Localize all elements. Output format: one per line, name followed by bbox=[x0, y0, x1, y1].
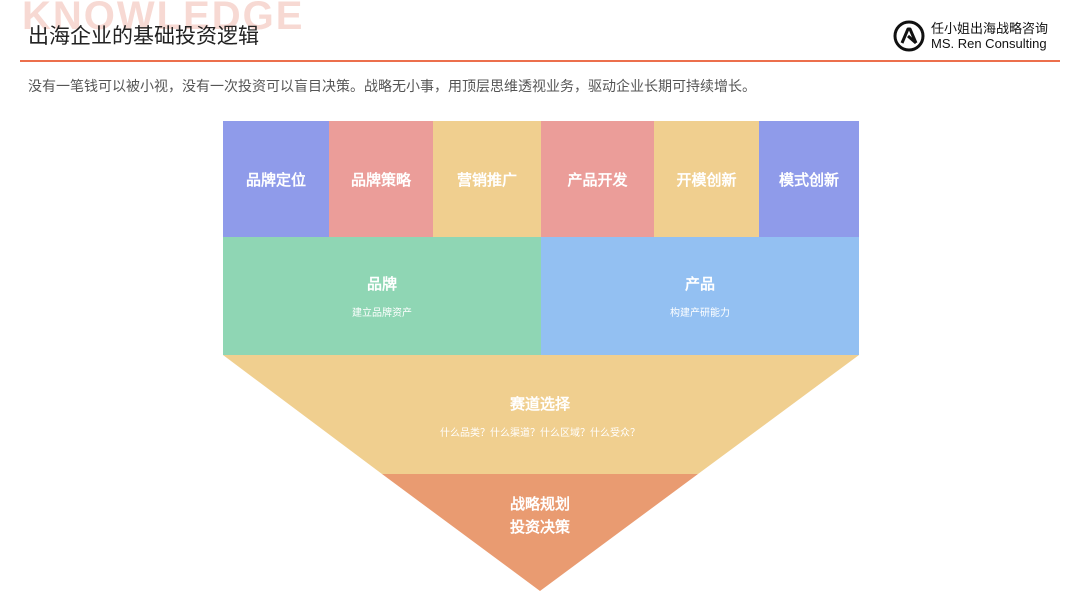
block-brand-title: 品牌 bbox=[366, 275, 397, 293]
page-subtitle: 没有一笔钱可以被小视，没有一次投资可以盲目决策。战略无小事，用顶层思维透视业务，… bbox=[28, 79, 756, 95]
track-selection-text: 赛道选择 什么品类？什么渠道？什么区域？什么受众？ bbox=[382, 393, 698, 439]
block-marketing-promotion: 营销推广 bbox=[433, 121, 541, 237]
block-brand-subtitle: 建立品牌资产 bbox=[352, 308, 412, 319]
track-selection-trapezoid bbox=[223, 355, 859, 474]
header-divider bbox=[20, 60, 1060, 62]
block-label: 模式创新 bbox=[778, 170, 839, 189]
block-product-subtitle: 构建产研能力 bbox=[670, 308, 730, 319]
brand-logo-icon bbox=[893, 20, 925, 52]
block-product-development: 产品开发 bbox=[541, 121, 654, 237]
strategy-triangle bbox=[382, 474, 698, 591]
block-label: 产品开发 bbox=[567, 170, 628, 189]
block-product: 产品 构建产研能力 bbox=[541, 237, 859, 355]
block-mold-innovation: 开模创新 bbox=[654, 121, 759, 237]
brand-name-en: MS. Ren Consulting bbox=[931, 36, 1047, 51]
block-label: 营销推广 bbox=[456, 170, 517, 189]
strategy-line-1: 战略规划 bbox=[509, 495, 570, 513]
track-selection-subtitle: 什么品类？什么渠道？什么区域？什么受众？ bbox=[440, 428, 640, 439]
strategy-line-2: 投资决策 bbox=[509, 518, 570, 536]
strategy-text: 战略规划 投资决策 bbox=[440, 493, 640, 539]
page-title: 出海企业的基础投资逻辑 bbox=[28, 24, 259, 48]
block-label: 品牌定位 bbox=[245, 170, 306, 189]
block-product-title: 产品 bbox=[684, 275, 715, 293]
brand-name-cn: 任小姐出海战略咨询 bbox=[931, 22, 1049, 37]
block-label: 品牌策略 bbox=[350, 170, 411, 189]
block-brand: 品牌 建立品牌资产 bbox=[223, 237, 541, 355]
block-brand-positioning: 品牌定位 bbox=[223, 121, 329, 237]
block-label: 开模创新 bbox=[676, 170, 737, 189]
watermark-text: KNOWLEDGE bbox=[22, 0, 305, 38]
block-brand-strategy: 品牌策略 bbox=[329, 121, 433, 237]
track-selection-title: 赛道选择 bbox=[509, 395, 570, 413]
block-model-innovation: 模式创新 bbox=[759, 121, 859, 237]
